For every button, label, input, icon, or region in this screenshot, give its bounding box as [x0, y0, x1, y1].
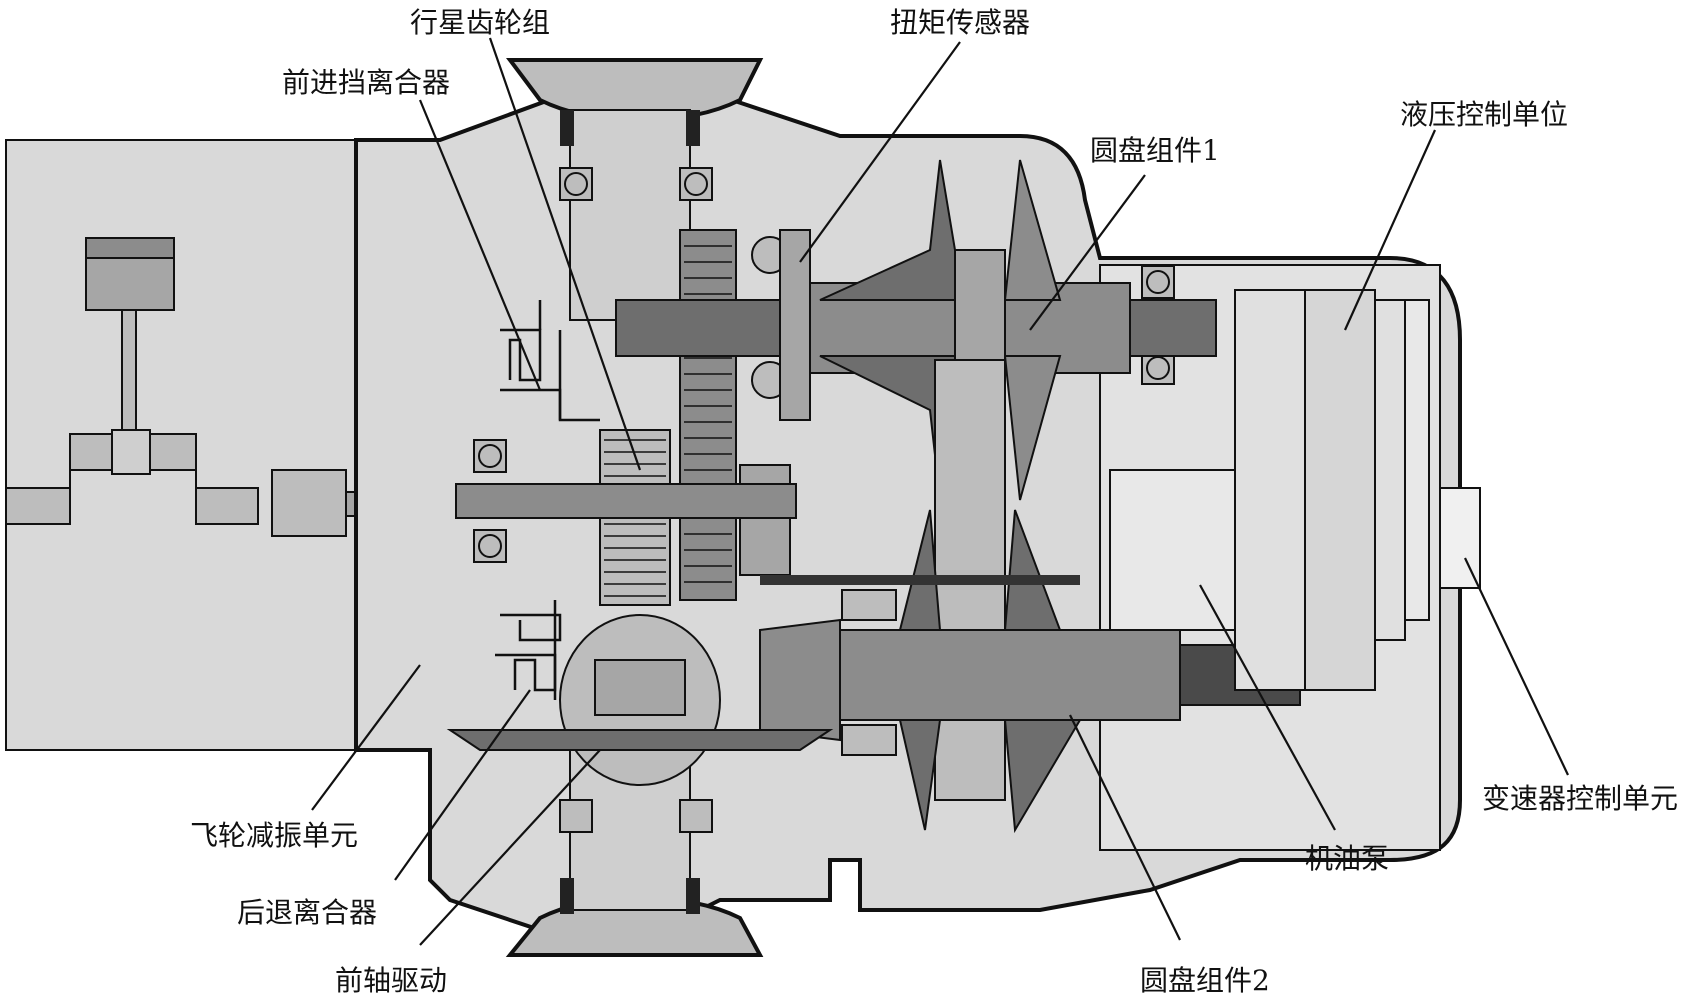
reverse-clutch [495, 600, 562, 700]
front-axle-drive [446, 614, 841, 786]
label-transmission-control-unit: 变速器控制单元 [1482, 782, 1678, 815]
bearings [473, 167, 1175, 833]
label-reverse-clutch: 后退离合器 [237, 896, 377, 929]
forward-clutch [500, 300, 600, 422]
input-shaft [455, 483, 797, 519]
label-pulley-assembly-1: 圆盘组件1 [1090, 134, 1220, 167]
label-pulley-assembly-2: 圆盘组件2 [1140, 964, 1270, 997]
engine-block [5, 139, 457, 751]
labels: 行星齿轮组 前进挡离合器 扭矩传感器 圆盘组件1 液压控制单位 飞轮减振单元 后… [190, 6, 1678, 997]
label-oil-pump: 机油泵 [1305, 842, 1389, 875]
hydraulic-control-unit [1234, 289, 1430, 691]
label-forward-clutch: 前进挡离合器 [282, 66, 450, 99]
pulley-assembly-1 [615, 159, 1217, 501]
transmission-control-unit [1439, 487, 1481, 589]
axle-hub-top [506, 58, 764, 321]
label-flywheel-damper: 飞轮减振单元 [190, 819, 358, 852]
label-hydraulic-control-unit: 液压控制单位 [1400, 98, 1568, 131]
torque-sensor [751, 229, 811, 421]
label-planetary-gear-set: 行星齿轮组 [410, 6, 550, 39]
leader-lines [311, 37, 1569, 946]
label-torque-sensor: 扭矩传感器 [890, 6, 1030, 39]
label-front-axle-drive: 前轴驱动 [335, 964, 447, 997]
